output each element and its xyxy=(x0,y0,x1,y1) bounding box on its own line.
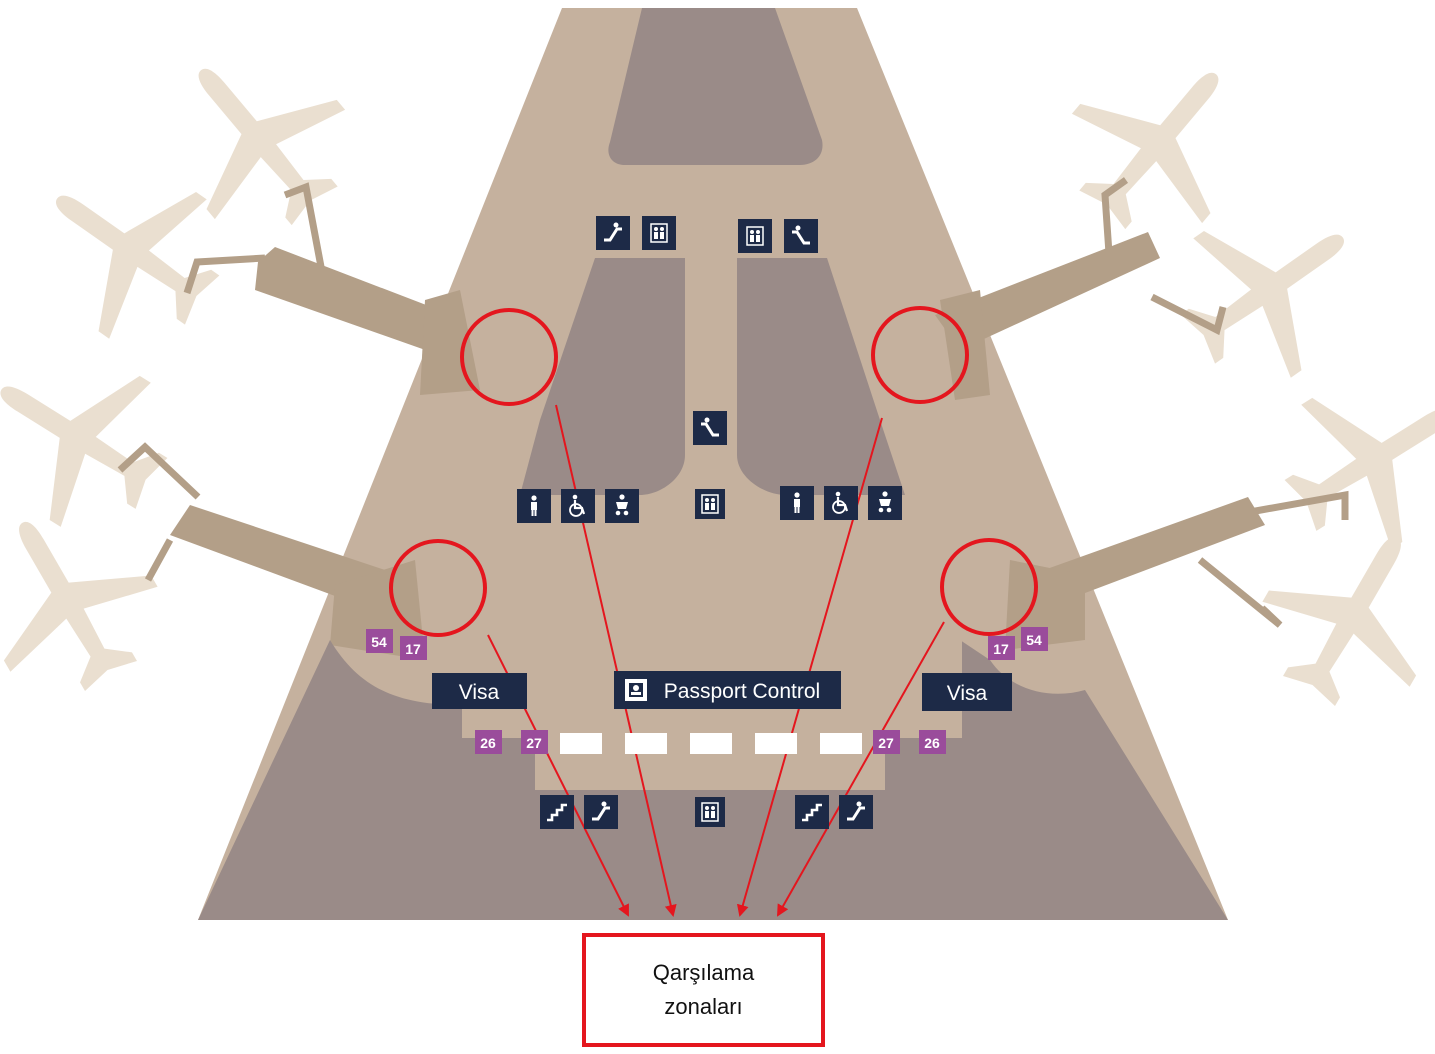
badge-27: 27 xyxy=(526,735,542,751)
passport-counters xyxy=(560,733,862,754)
badge-17: 17 xyxy=(993,641,1009,657)
elevator-icon xyxy=(738,219,772,253)
highlight-circle-top-right xyxy=(871,306,969,404)
baby-change-icon xyxy=(868,486,902,520)
escalator-down-icon xyxy=(693,411,727,445)
jet-bridges xyxy=(170,232,1265,660)
visa-sign-right: Visa xyxy=(922,673,1012,711)
wheelchair-icon xyxy=(561,489,595,523)
elevator-icon xyxy=(695,797,725,827)
elevator-icon xyxy=(695,489,725,519)
aircraft-left-3 xyxy=(0,317,197,556)
badge-54: 54 xyxy=(1026,632,1042,648)
aircraft-left-2 xyxy=(8,128,251,370)
counter xyxy=(560,733,602,754)
badge-17: 17 xyxy=(405,641,421,657)
highlight-circle-top-left xyxy=(460,308,558,406)
escalator-up-icon xyxy=(584,795,618,829)
wheelchair-icon xyxy=(824,486,858,520)
meeting-zone-label: Qarşılama zonaları xyxy=(652,960,755,1019)
meeting-zone-label-box: Qarşılama zonaları xyxy=(582,933,825,1047)
gate-highlights xyxy=(389,306,1038,637)
jet-bridge-connectors xyxy=(117,177,1349,628)
visa-sign-right-label: Visa xyxy=(947,682,988,705)
stairs-icon xyxy=(540,795,574,829)
aircraft-right-3 xyxy=(1255,339,1435,578)
visa-sign-left-label: Visa xyxy=(459,681,500,704)
stairs-icon xyxy=(795,795,829,829)
aircraft-right-2 xyxy=(1149,167,1392,409)
passport-control-sign: Passport Control xyxy=(614,671,841,709)
toilet-icon xyxy=(780,486,814,520)
visa-sign-left: Visa xyxy=(432,673,527,709)
aircraft-right-1 xyxy=(1037,19,1282,265)
highlight-circle-bottom-left xyxy=(389,539,487,637)
badge-27: 27 xyxy=(878,735,894,751)
facility-icons xyxy=(517,216,902,829)
badge-26: 26 xyxy=(480,735,496,751)
counter xyxy=(820,733,862,754)
number-badges: 54 17 17 54 26 27 27 26 xyxy=(366,627,1048,754)
elevator-icon xyxy=(642,216,676,250)
badge-26: 26 xyxy=(924,735,940,751)
escalator-up-icon xyxy=(596,216,630,250)
passport-control-label: Passport Control xyxy=(664,680,820,703)
counter xyxy=(755,733,797,754)
arrow-4 xyxy=(777,621,945,917)
baby-change-icon xyxy=(605,489,639,523)
highlight-circle-bottom-right xyxy=(940,538,1038,636)
escalator-up-icon xyxy=(839,795,873,829)
counter xyxy=(690,733,732,754)
aircraft-left-4 xyxy=(0,480,185,719)
badge-54: 54 xyxy=(371,634,387,650)
passport-icon xyxy=(625,679,647,701)
escalator-down-icon xyxy=(784,219,818,253)
arrow-3 xyxy=(736,417,883,917)
counter xyxy=(625,733,667,754)
toilet-icon xyxy=(517,489,551,523)
